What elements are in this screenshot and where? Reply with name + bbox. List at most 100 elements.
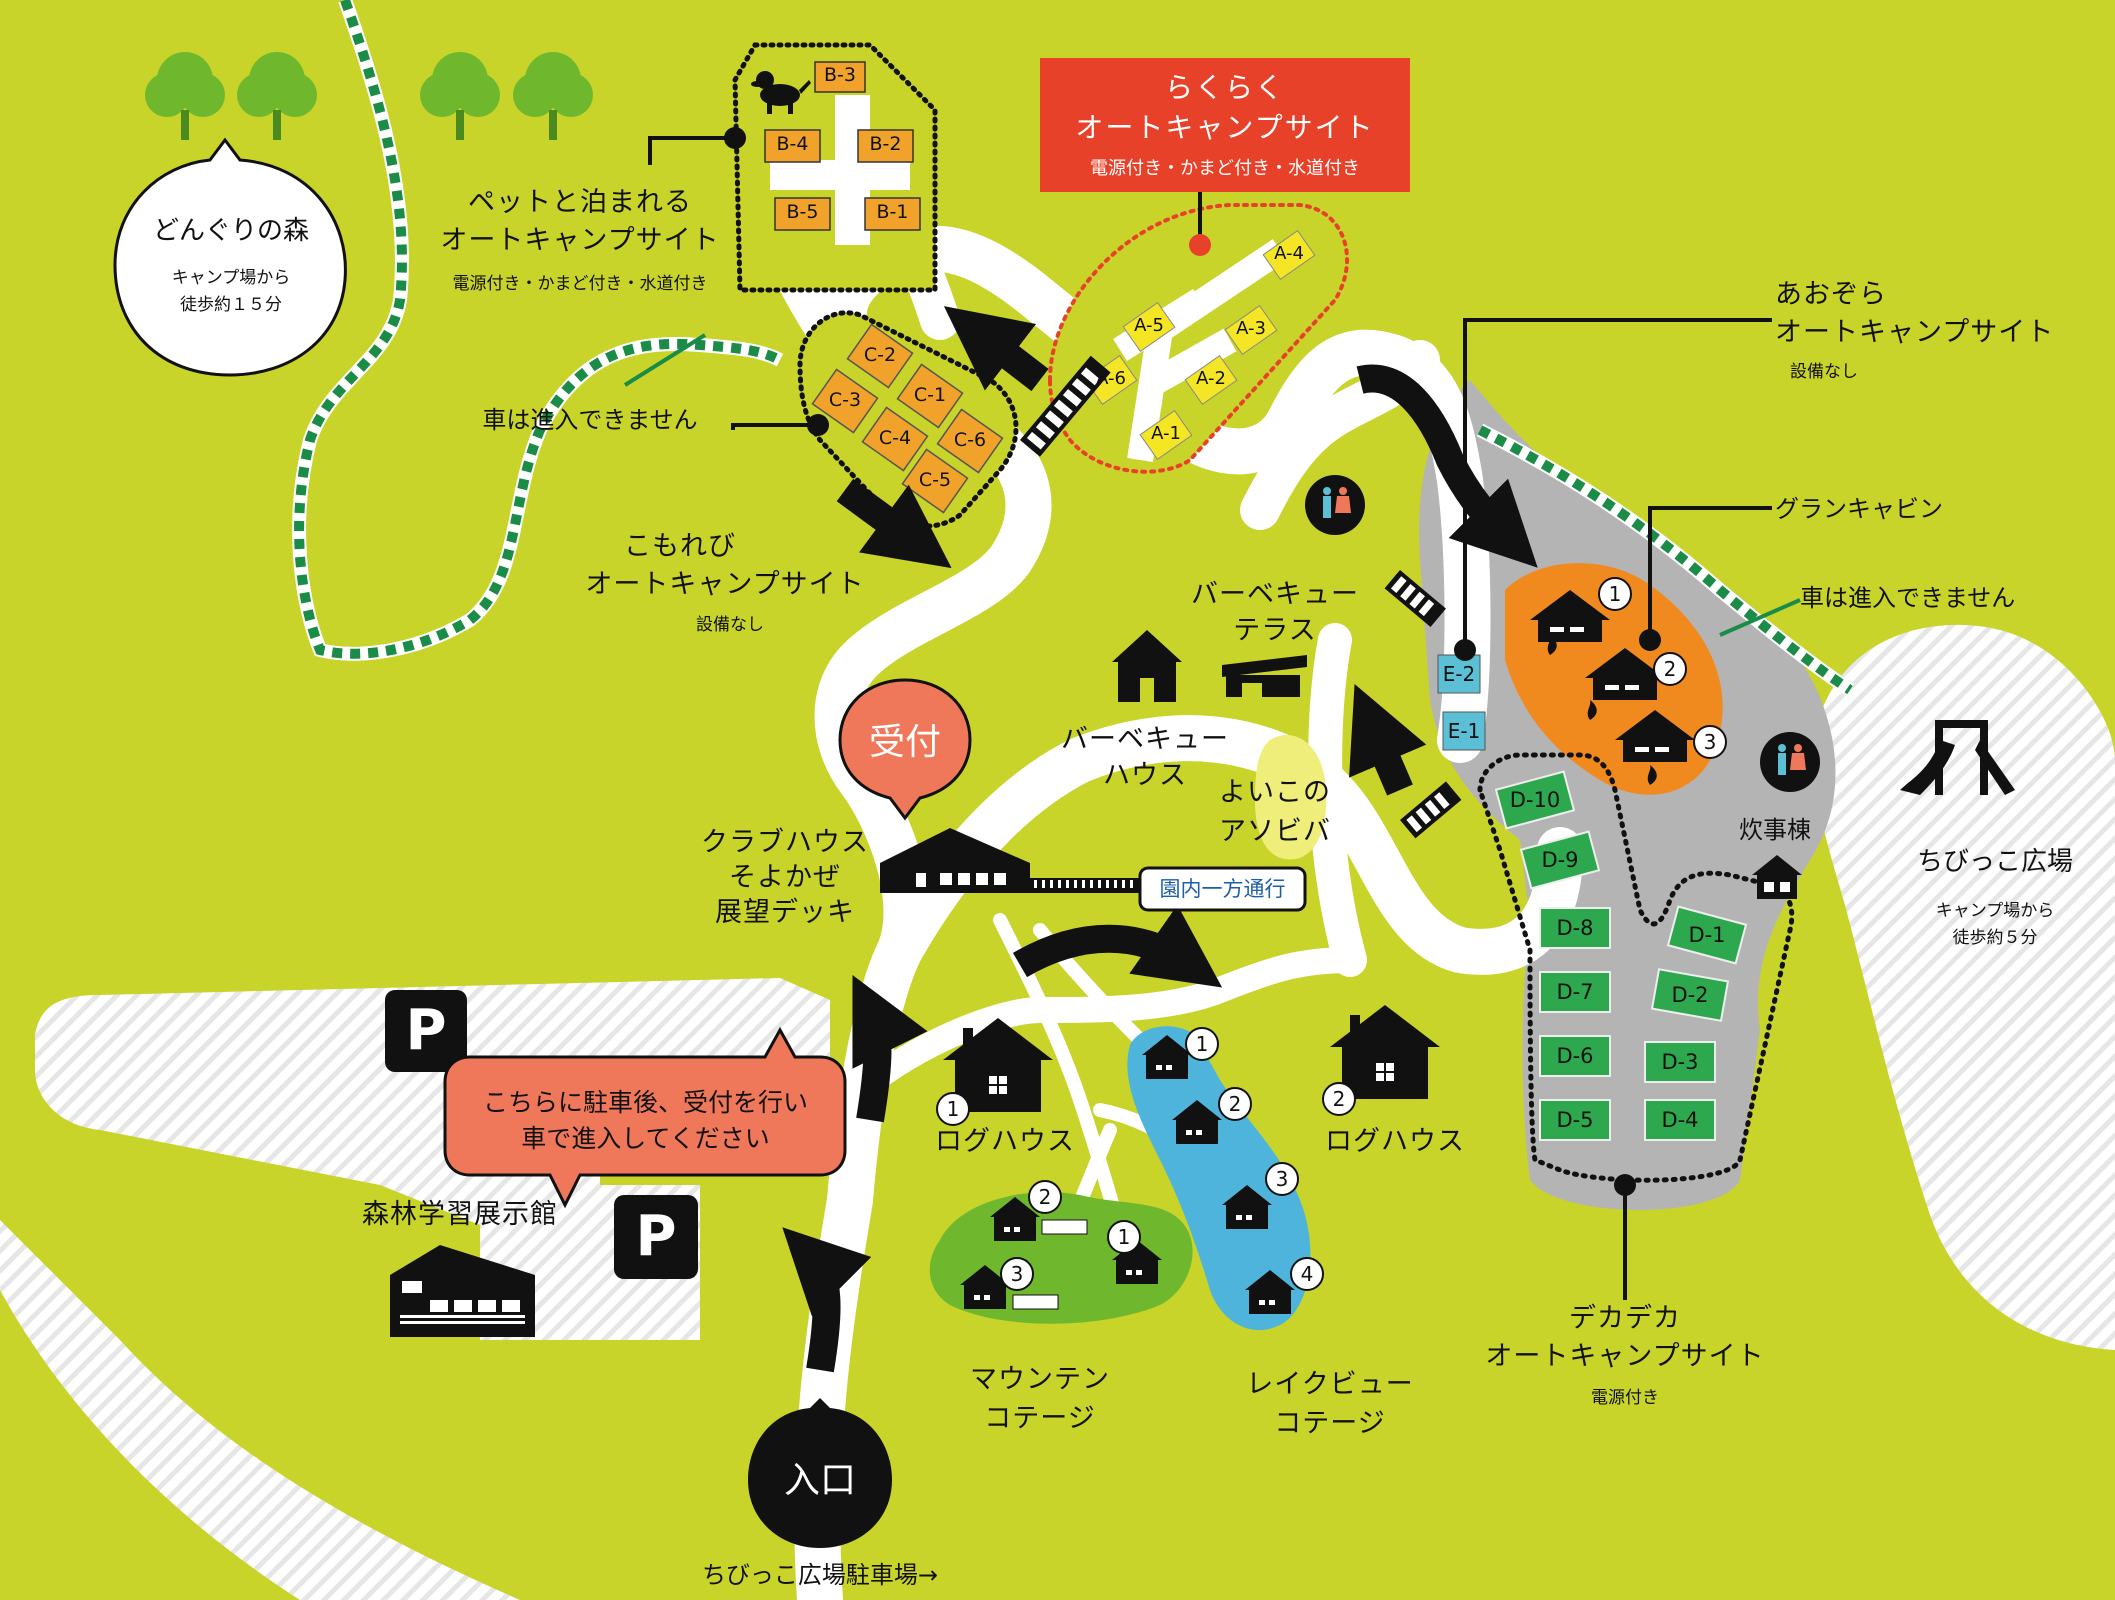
- rakuraku-site-boundary: [1047, 203, 1350, 474]
- plot-d9: D-9: [1541, 848, 1579, 872]
- asobiba-area: [1255, 734, 1327, 860]
- aozora-title-2: オートキャンプサイト: [1775, 317, 2055, 348]
- plot-d1: D-1: [1688, 923, 1726, 947]
- plot-d10: D-10: [1509, 788, 1561, 812]
- plot-b5: B-5: [786, 201, 819, 223]
- plot-d8: D-8: [1556, 916, 1594, 940]
- plot-b4: B-4: [776, 133, 809, 155]
- plot-e2: E-2: [1442, 662, 1476, 686]
- pet-site-paths: [770, 95, 910, 245]
- cabin-number-1: 1: [1598, 577, 1632, 611]
- cabin-number-2: 2: [1653, 652, 1687, 686]
- cabin-number-3: 3: [1693, 725, 1727, 759]
- no-cars-right: 車は進入できません: [1800, 584, 2016, 612]
- no-cars-marker-left: [623, 333, 707, 387]
- bbq-house-label: バーベキュー ハウス: [1061, 724, 1229, 792]
- clubhouse-label: クラブハウス そよかぜ 展望デッキ: [701, 827, 869, 929]
- plot-a3: A-3: [1236, 318, 1266, 339]
- rakuraku-title-2: オートキャンプサイト: [1075, 111, 1375, 144]
- plot-b2: B-2: [869, 133, 902, 155]
- pet-site-plots: [764, 61, 921, 231]
- gran-cabin-label: グランキャビン: [1775, 495, 1943, 523]
- pet-title-1: ペットと泊まれる: [468, 187, 692, 218]
- plot-a2: A-2: [1196, 368, 1226, 389]
- entrance-circle: [748, 1398, 892, 1548]
- plot-c6: C-6: [953, 429, 987, 451]
- gran-cabins: [1530, 590, 1695, 762]
- cottage-icons: [960, 1035, 1295, 1314]
- crosswalks: [1019, 355, 1462, 839]
- plot-a1: A-1: [1151, 423, 1181, 444]
- dog-icon: [751, 71, 811, 114]
- dekadeka-title-1: デカデカ: [1569, 1303, 1681, 1334]
- aozora-plots: [1437, 654, 1486, 751]
- plot-c3: C-3: [828, 389, 862, 411]
- dekadeka-title-2: オートキャンプサイト: [1485, 1341, 1765, 1372]
- asobiba-label: よいこの アソビバ: [1219, 777, 1331, 848]
- lakeview-cottage-area: [1127, 1026, 1311, 1331]
- bbq-terrace-label: バーベキュー テラス: [1191, 579, 1359, 647]
- toilet-icons: [1305, 475, 1820, 792]
- parking-sign-top: [385, 990, 467, 1072]
- lake-cottage-number-4: 4: [1290, 1257, 1324, 1291]
- mountain-cottage-label: マウンテン コテージ: [970, 1364, 1110, 1435]
- campfire-icons: [1547, 635, 1657, 785]
- plot-c4: C-4: [878, 427, 912, 449]
- museum-icon: [390, 1245, 535, 1337]
- parking-notice-bubble: [443, 1026, 847, 1209]
- no-cars-marker-right: [1719, 598, 1801, 637]
- donguri-name: どんぐりの森: [152, 216, 309, 246]
- bottom-path: [0, 1220, 520, 1600]
- lake-cottage-number-3: 3: [1265, 1162, 1299, 1196]
- one-way-box: [1138, 866, 1307, 912]
- plot-d5: D-5: [1556, 1108, 1594, 1132]
- plot-c5: C-5: [918, 469, 952, 491]
- komorebi-plots: [811, 323, 1004, 514]
- bbq-terrace-icon: [1222, 655, 1307, 697]
- log-house-1-icon: [943, 1018, 1053, 1112]
- parking-p-bottom: P: [635, 1204, 677, 1269]
- mountain-cottage-number-2: 2: [1028, 1180, 1062, 1214]
- plot-c2: C-2: [863, 344, 897, 366]
- donguri-note: キャンプ場から 徒歩約１５分: [171, 268, 291, 316]
- rakuraku-facilities: 電源付き・かまど付き・水道付き: [1090, 158, 1360, 179]
- log-house-1-label: ログハウス: [935, 1126, 1075, 1157]
- plot-d2: D-2: [1671, 983, 1709, 1007]
- log-house-number-1: 1: [936, 1092, 970, 1126]
- plot-d7: D-7: [1556, 980, 1594, 1004]
- rakuraku-header: らくらく オートキャンプサイト 電源付き・かまど付き・水道付き: [1040, 58, 1410, 192]
- rakuraku-title-1: らくらく: [1164, 71, 1285, 104]
- donguri-bubble: [113, 137, 347, 377]
- dekadeka-facilities: 電源付き: [1591, 1388, 1659, 1408]
- chibikko-area: [1814, 624, 2115, 1350]
- one-way-label: 園内一方通行: [1159, 877, 1286, 901]
- kitchen-label: 炊事棟: [1739, 816, 1811, 844]
- lakeview-cottage-label: レイクビュー コテージ: [1246, 1369, 1414, 1440]
- callout-dots: [724, 127, 1661, 1196]
- chibikko-name: ちびっこ広場: [1916, 847, 2073, 877]
- plot-e1: E-1: [1447, 719, 1481, 743]
- parking-notice: こちらに駐車後、受付を行い 車で進入してください: [482, 1088, 808, 1154]
- mountain-cottage-number-1: 1: [1107, 1220, 1141, 1254]
- bbq-house-icon: [1112, 630, 1182, 702]
- chibikko-parking-label: ちびっこ広場駐車場→: [701, 1561, 939, 1589]
- reception-bubble: [838, 678, 972, 821]
- plot-d3: D-3: [1661, 1050, 1699, 1074]
- log-house-2-icon: [1330, 1005, 1440, 1099]
- plot-a6: A-6: [1096, 368, 1126, 389]
- aozora-facilities: 設備なし: [1790, 362, 1858, 382]
- slide-icon: [1900, 720, 2015, 795]
- cottage-decks: [1012, 1219, 1088, 1310]
- walking-trails: [292, 0, 1854, 696]
- dekadeka-plots: [1494, 770, 1748, 1141]
- pet-facilities: 電源付き・かまど付き・水道付き: [452, 274, 708, 294]
- plot-a4: A-4: [1274, 243, 1304, 264]
- plot-a5: A-5: [1134, 315, 1164, 336]
- parking-p-top: P: [405, 998, 447, 1063]
- plot-d6: D-6: [1556, 1044, 1594, 1068]
- pet-title-2: オートキャンプサイト: [440, 225, 720, 256]
- reception-label: 受付: [868, 722, 941, 763]
- plot-d4: D-4: [1661, 1108, 1699, 1132]
- callout-lines: [648, 136, 1772, 1300]
- komorebi-facilities: 設備なし: [696, 615, 764, 635]
